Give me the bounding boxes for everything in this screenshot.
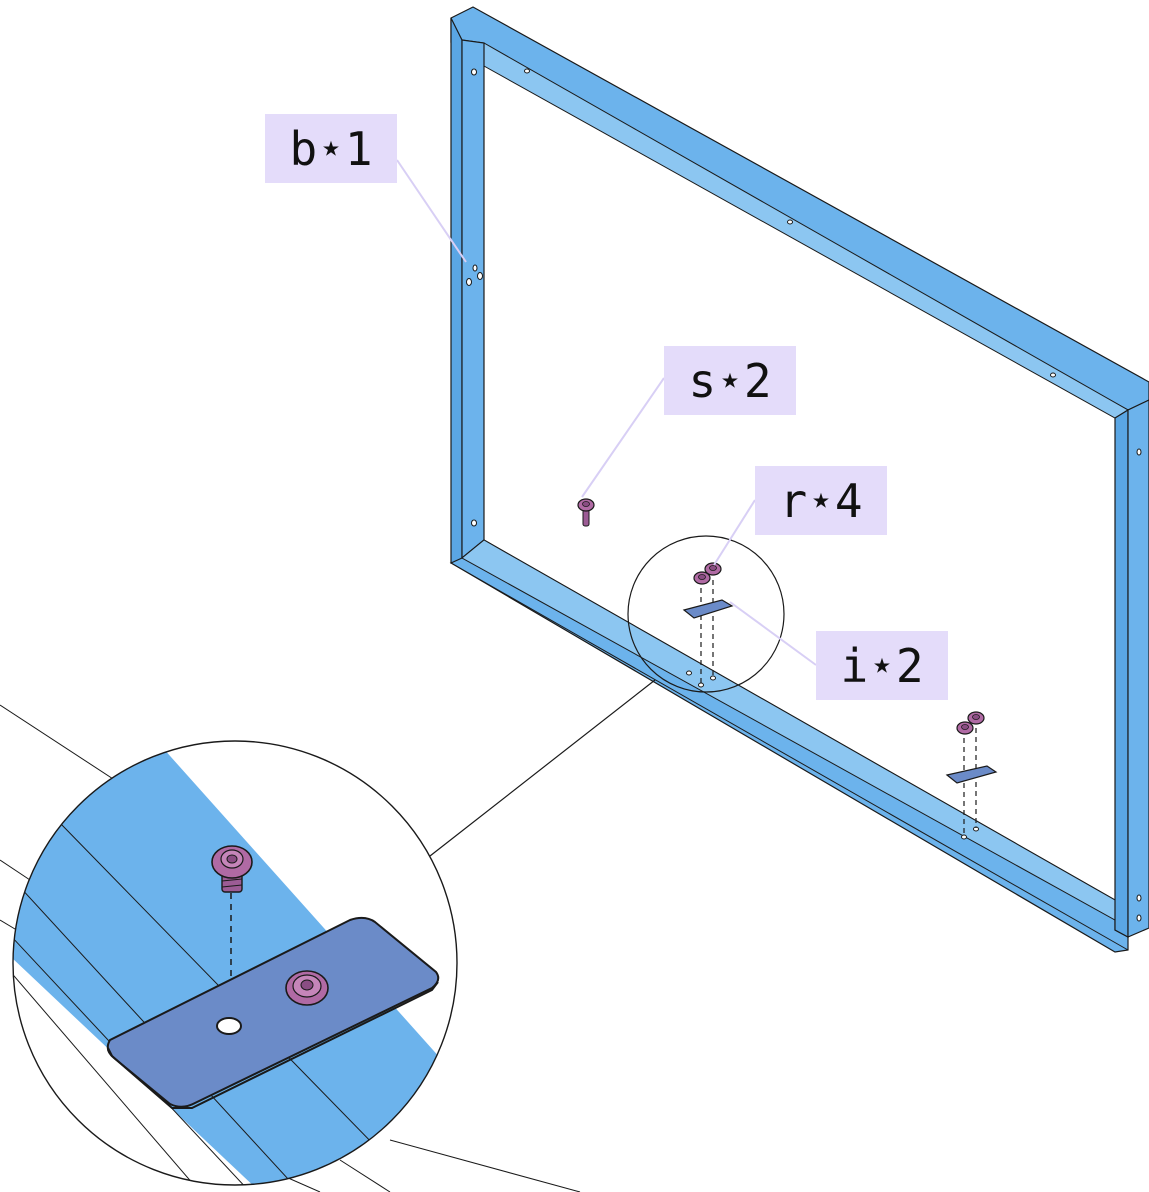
- detail-hovering-screw: [211, 845, 253, 893]
- callout-label-b: b⋆1: [265, 114, 397, 183]
- screw-part-r: [693, 562, 722, 585]
- frame-top-beam: [450, 6, 1149, 411]
- callout-label-s: s⋆2: [664, 346, 796, 415]
- plate-assembly-center: [682, 562, 734, 684]
- plate-assembly-right: [945, 711, 998, 836]
- detail-zoom-view: [0, 704, 581, 1192]
- frame-left-post: [450, 17, 463, 564]
- plate-part-i-right: [945, 765, 998, 784]
- frame-right-post: [1114, 408, 1129, 939]
- frame-part-b: [449, 6, 1149, 953]
- callout-label-i: i⋆2: [816, 631, 948, 700]
- screw-part-s: [577, 498, 595, 527]
- magnify-connector-line: [429, 679, 656, 857]
- plate-part-i: [682, 599, 734, 619]
- callout-label-r: r⋆4: [755, 466, 887, 535]
- callout-leader-lines: [396, 159, 817, 666]
- detail-frame-beam: [13, 741, 457, 1185]
- detail-seated-screw: [285, 970, 329, 1006]
- magnify-source-circle: [627, 535, 785, 693]
